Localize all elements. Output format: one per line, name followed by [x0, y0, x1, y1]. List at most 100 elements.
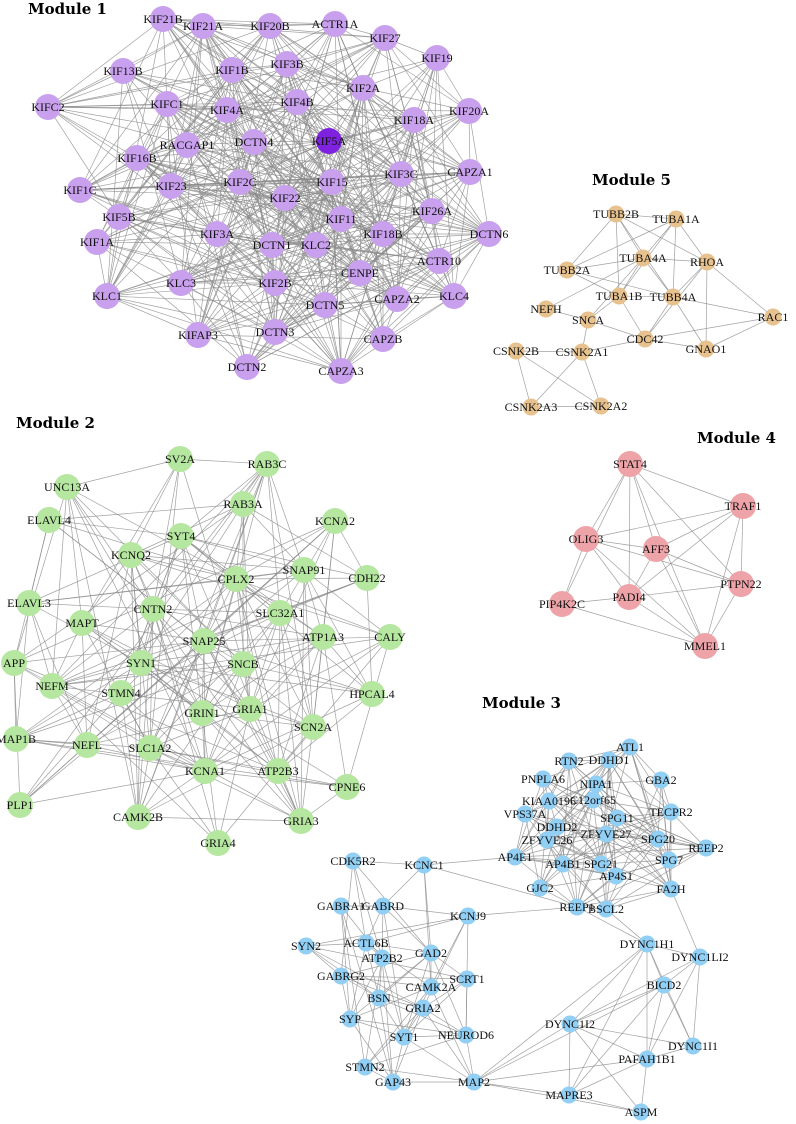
edge-PNPLA6-SPG7: [542, 778, 670, 861]
node-label: CDH22: [348, 571, 385, 585]
node-circle: [319, 169, 345, 195]
edge-KIF27-CAPZA1: [384, 37, 471, 173]
node-label: KIF15: [316, 175, 347, 189]
edge-KIFAP3-CAPZB: [197, 334, 384, 340]
edge-SLC1A2-CPNE6: [149, 747, 348, 788]
node-circle: [649, 830, 667, 848]
edge-KIF4B-KIF18A: [296, 101, 415, 121]
node-label: NEFM: [35, 679, 69, 693]
node-circle: [158, 173, 184, 199]
edge-RACGAP1-KIF3C: [186, 144, 402, 175]
node-label: DCTN5: [306, 298, 345, 312]
edge-KCNC1-CAMK2A: [423, 864, 432, 988]
node-slc1a2: SLC1A2: [129, 735, 171, 761]
node-tubb2a: TUBB2A: [544, 261, 591, 279]
edge-HPCAL4-ATP2B3: [277, 693, 373, 772]
edge-KIF18A-KIF22: [284, 119, 415, 199]
node-kifc1: KIFC1: [150, 91, 184, 117]
edge-KIF21A-KIF27: [202, 25, 386, 39]
edge-KIF1B-KIF16B: [136, 69, 233, 159]
node-klc4: KLC4: [439, 283, 469, 309]
edge-CALY-CPNE6: [346, 636, 391, 788]
edge-SLC32A1-GRIA3: [279, 612, 302, 822]
node-label: DYNC1LI2: [671, 950, 728, 964]
edge-SNAP91-HPCAL4: [303, 569, 373, 695]
edge-KIF16B-KIF15: [136, 157, 333, 183]
edge-DYNC1I2-MAPRE3: [568, 1023, 571, 1096]
edge-RAB3C-SLC32A1: [266, 463, 281, 614]
edge-NEFM-GRIA1: [51, 685, 251, 710]
edge-KIF1B-CENPE: [231, 69, 361, 274]
node-tuba4a: TUBA4A: [619, 249, 667, 267]
node-kif13b: KIF13B: [103, 58, 143, 84]
edge-RTN2-AP4E1: [514, 760, 570, 858]
node-circle: [316, 128, 342, 154]
edge-KIFC2-KIF23: [47, 106, 172, 187]
edge-KIF1C-CAPZA2: [79, 189, 398, 300]
node-label: KIF21A: [183, 19, 223, 33]
node-scrt1: SCRT1: [449, 970, 485, 988]
node-label: GAP43: [375, 1075, 411, 1089]
edge-CDC42-GNAO1: [644, 338, 707, 350]
node-plp1: PLP1: [7, 792, 33, 818]
node-spg11: SPG11: [600, 809, 634, 827]
edge-KIF2C-KIF1A: [96, 181, 241, 243]
node-label: ELAVL4: [27, 513, 71, 527]
node-circle: [667, 210, 685, 228]
node-map2: MAP2: [458, 1073, 490, 1091]
edge-CALY-ATP2B3: [277, 636, 391, 772]
edge-KIF16B-KIF2C: [136, 157, 241, 183]
node-mapre3: MAPRE3: [545, 1086, 593, 1104]
node-rtn2: RTN2: [554, 752, 584, 770]
edge-ACTL6B-GAD2: [365, 942, 432, 954]
edge-KCNQ2-SNCB: [130, 554, 244, 665]
node-camk2a: CAMK2A: [406, 978, 457, 996]
node-circle: [1, 650, 27, 676]
node-circle: [262, 319, 288, 345]
edge-KIF21A-KIF13B: [122, 25, 204, 72]
edge-KIAA0196-AP4E1: [514, 800, 550, 858]
node-label: RAB3C: [248, 457, 287, 471]
module-3-title: Module 3: [482, 694, 561, 712]
edge-KIF3B-KIF2A: [286, 63, 364, 89]
edge-GAD2-SYP: [349, 952, 432, 1020]
edge-KIF3B-KIF3C: [286, 63, 402, 175]
node-label: REEP2: [688, 841, 723, 855]
edge-SYP-NEUROD6: [349, 1018, 467, 1036]
edge-CALY-SNAP25: [203, 636, 391, 642]
node-circle: [457, 159, 483, 185]
edge-ACTR1A-KIF20A: [334, 23, 470, 112]
edge-KIF21A-KIF5A: [202, 25, 330, 142]
edge-KIF18B-KLC4: [382, 233, 455, 297]
edge-KIF21A-KIF4A: [202, 25, 228, 111]
node-bscl2: BSCL2: [588, 900, 624, 918]
node-circle: [560, 1086, 578, 1104]
edge-DCTN4-KIF11: [253, 141, 342, 220]
edge-CPLX2-GRIA1: [235, 578, 251, 710]
node-label: NEFL: [72, 738, 102, 752]
node-cntn2: CNTN2: [134, 596, 172, 622]
node-circle: [607, 205, 625, 223]
edge-CDK5R2-ATP2B2: [352, 860, 383, 959]
edge-KIF1A-KIF3A: [96, 233, 218, 243]
edge-KCNA2-CPLX2: [235, 520, 336, 580]
node-syt1: SYT1: [390, 1028, 419, 1046]
node-label: SYT1: [390, 1030, 419, 1044]
node-circle: [54, 474, 80, 500]
node-klc2: KLC2: [301, 232, 331, 258]
edge-MAP2-ASPM: [473, 1081, 642, 1113]
node-label: DCTN4: [235, 135, 274, 149]
node-label: KIF13B: [103, 64, 142, 78]
edge-CDC42-RAC1: [644, 316, 774, 340]
edge-ELAVL4-SYT4: [48, 519, 182, 537]
node-label: GRIA3: [283, 814, 318, 828]
edge-KIF2B-KIFAP3: [197, 282, 276, 336]
edge-KCNQ2-SNAP91: [130, 554, 305, 571]
edge-STAT4-OLIG3: [585, 463, 631, 540]
node-label: KCNA1: [185, 764, 225, 778]
edge-ACTR1A-KIF1B: [231, 23, 336, 71]
node-tuba1a: TUBA1A: [652, 210, 700, 228]
node-mapt: MAPT: [65, 610, 99, 636]
edge-KIFAP3-CAPZA3: [197, 334, 342, 372]
node-circle: [600, 751, 618, 769]
